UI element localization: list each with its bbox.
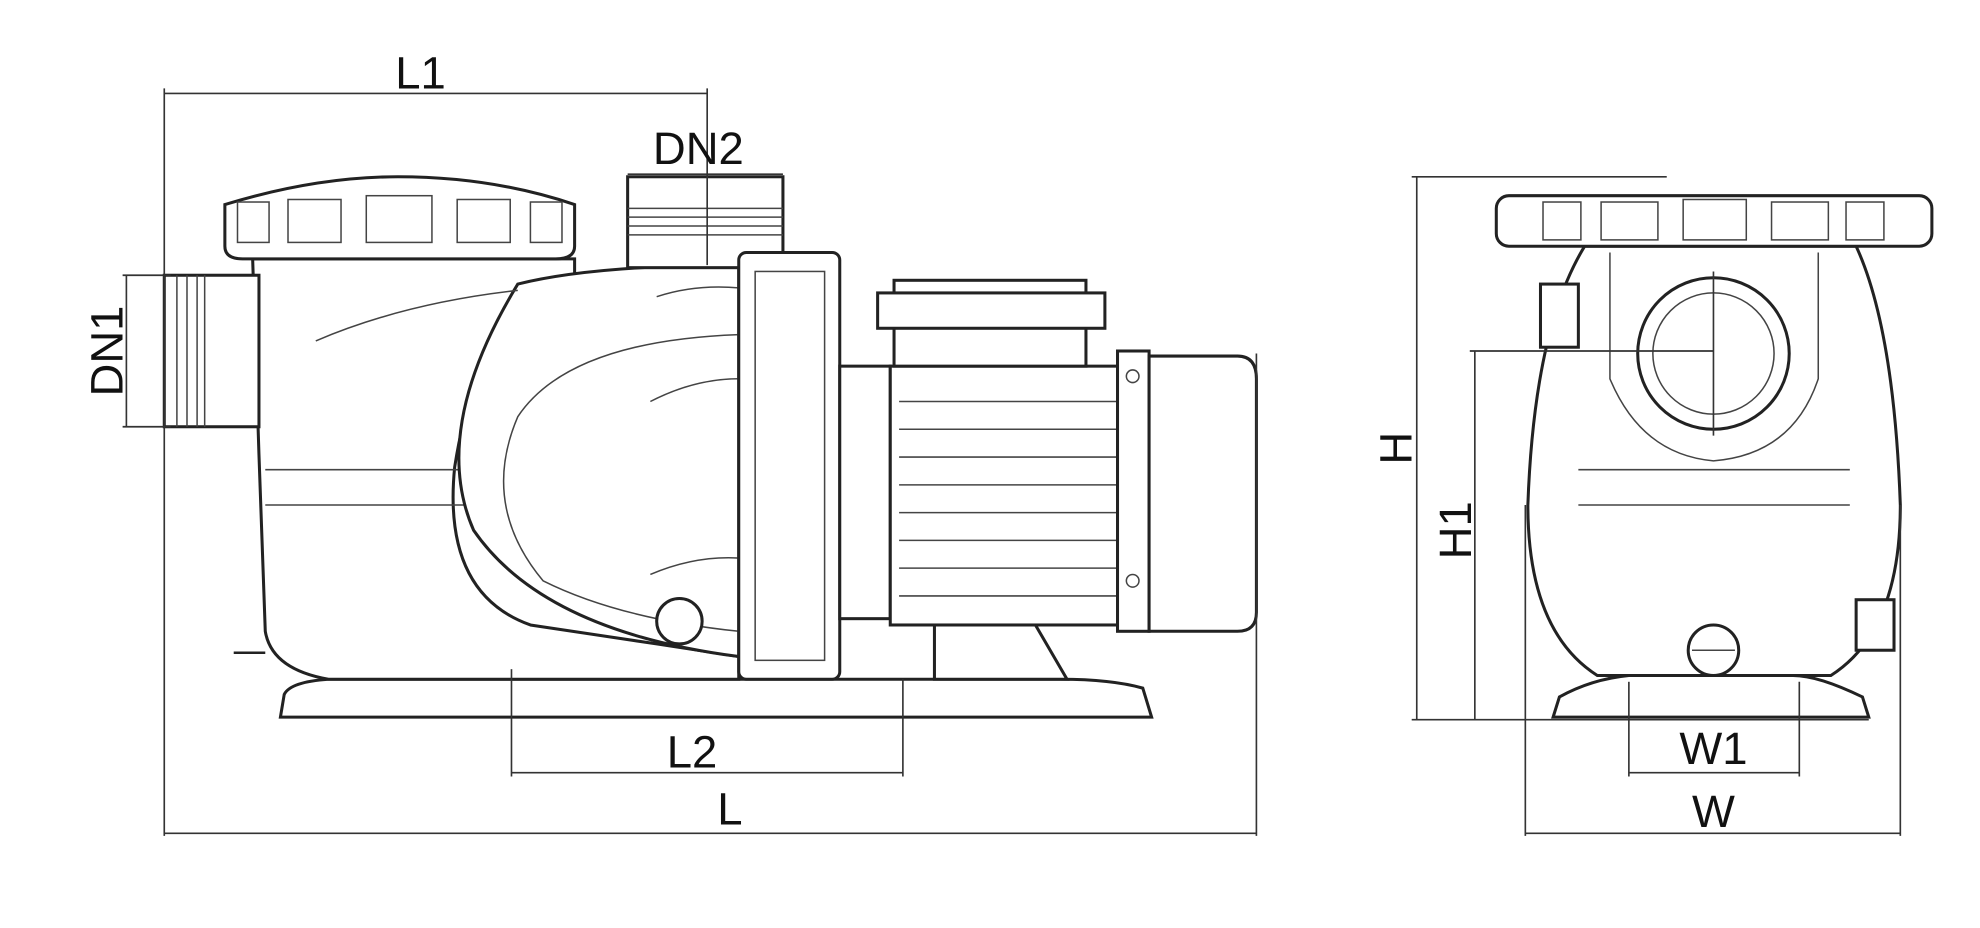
label-L1: L1 <box>395 47 446 98</box>
base-plate <box>278 677 1154 719</box>
label-L2: L2 <box>667 727 718 778</box>
label-H1: H1 <box>1430 501 1481 559</box>
side-view: L1 DN2 DN1 L2 L <box>82 47 1258 836</box>
inlet-pipe <box>162 273 261 429</box>
label-W1: W1 <box>1679 723 1747 774</box>
motor-end-cap <box>1116 349 1151 633</box>
dimension-lines <box>122 88 1258 836</box>
label-H: H <box>1371 432 1422 465</box>
front-view: H H1 W1 W <box>1371 175 1934 837</box>
label-DN2: DN2 <box>653 123 744 174</box>
label-L: L <box>717 783 742 834</box>
front-dimension-lines <box>1411 175 1902 836</box>
volute-housing <box>457 263 741 659</box>
strainer-lid <box>223 175 577 261</box>
outlet-pipe <box>626 175 785 270</box>
label-DN1: DN1 <box>82 306 133 397</box>
motor-foot <box>932 623 1070 681</box>
front-lid <box>1494 194 1934 248</box>
label-W: W <box>1692 786 1735 837</box>
front-base <box>1551 673 1871 719</box>
motor-fins <box>899 400 1118 597</box>
drain-plug <box>655 596 704 646</box>
motor-body <box>888 364 1120 627</box>
